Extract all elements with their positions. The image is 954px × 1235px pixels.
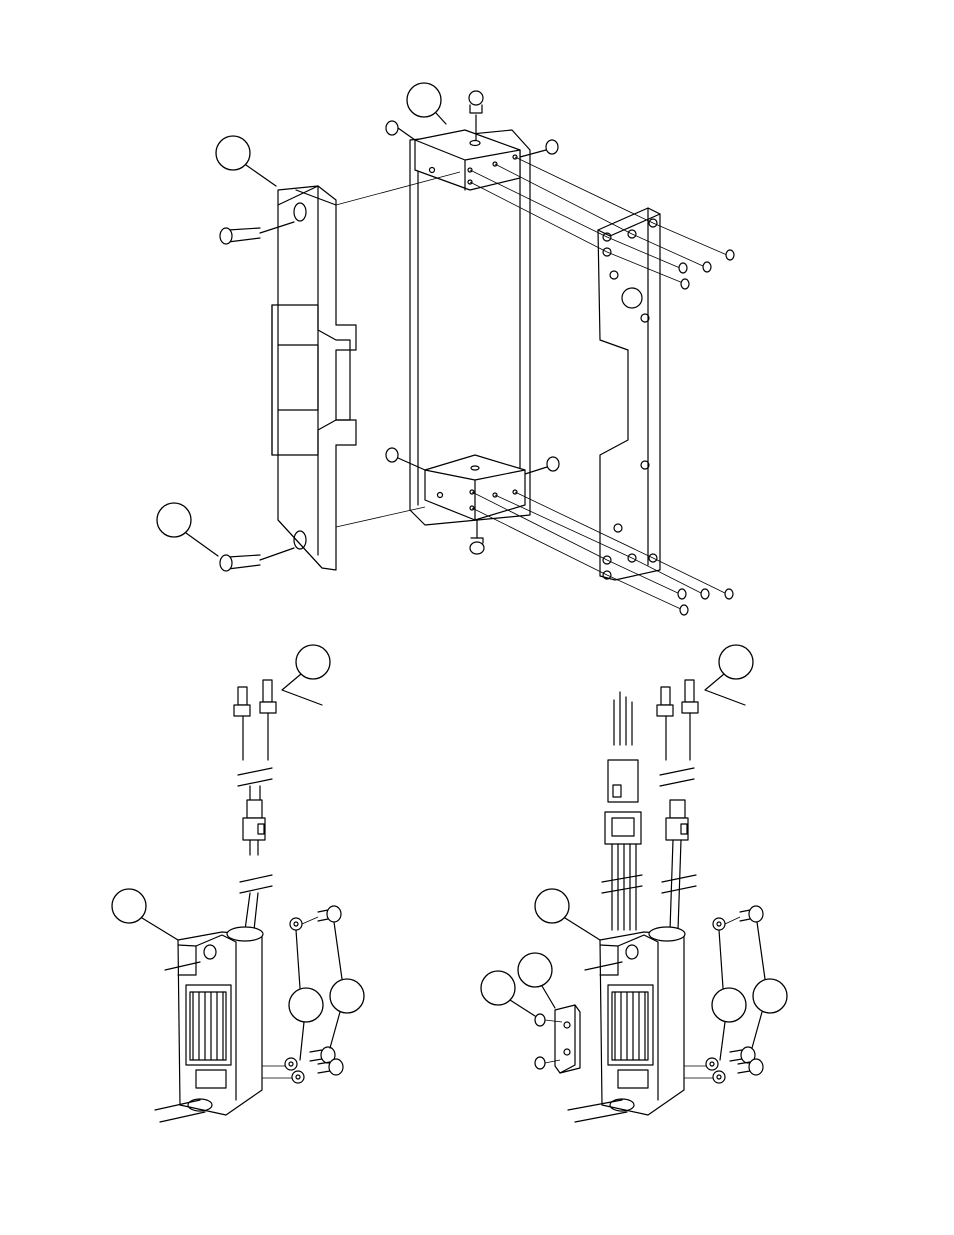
screw-icon: [220, 548, 294, 571]
wire-connector-icon: [240, 800, 272, 930]
diode-icon: [234, 680, 276, 800]
diode-icon: [657, 680, 698, 930]
mounting-box-icon: [336, 130, 530, 527]
callout-4: [282, 645, 330, 705]
faceplate-icon: [272, 186, 356, 570]
monitor-bracket-icon: [535, 1005, 580, 1073]
callout-2: [216, 136, 276, 186]
screw-icon: [520, 140, 558, 157]
callout-12a: [712, 930, 746, 1060]
electric-strike-with-monitor-icon: [568, 927, 685, 1122]
callout-8: [705, 645, 753, 705]
callout-6: [289, 930, 323, 1060]
mounting-plate-icon: [470, 157, 660, 580]
screw-icon: [386, 448, 425, 470]
electric-strike-icon: [155, 927, 263, 1122]
callout-1: [407, 83, 446, 124]
callout-bubbles: [112, 83, 787, 1060]
callout-5: [112, 889, 178, 940]
callout-3: [157, 503, 218, 556]
callout-7: [330, 922, 364, 1048]
callout-9: [535, 889, 600, 940]
callout-10: [518, 953, 555, 1008]
screw-icon: [386, 121, 415, 140]
screw-icon: [470, 520, 484, 554]
callout-12b: [752, 922, 787, 1048]
wire-connector-icon: [602, 692, 642, 930]
